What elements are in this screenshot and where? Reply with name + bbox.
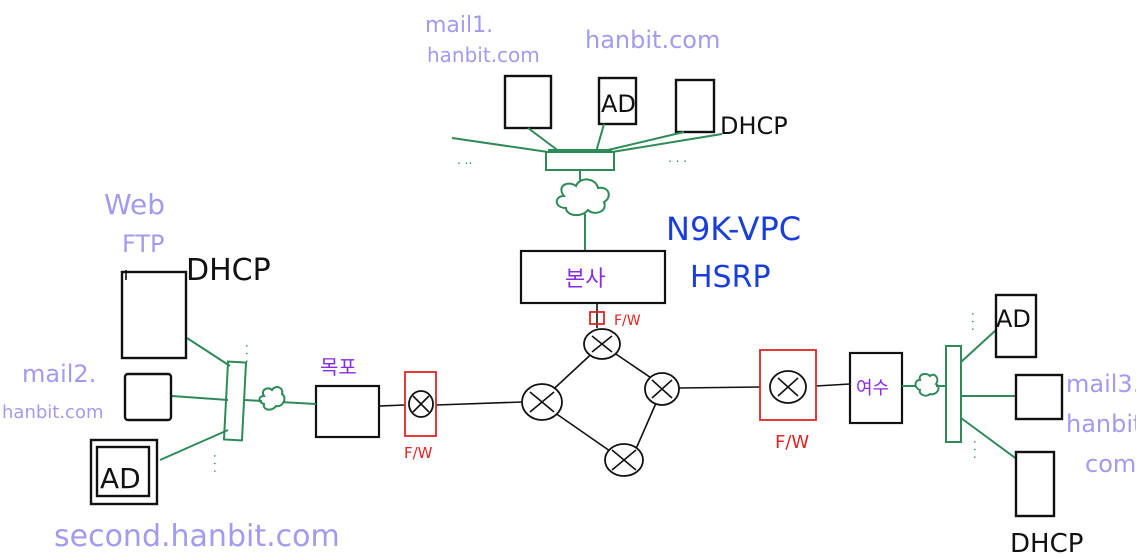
label-mail1-line1: mail1. xyxy=(425,13,493,38)
mokpo-box xyxy=(314,384,381,439)
right-cloud xyxy=(914,372,940,397)
dots-right-bottom: . . . xyxy=(971,440,985,459)
label-mail3-line3: com xyxy=(1085,450,1136,478)
right-links xyxy=(960,329,1019,461)
label-fw-right: F/W xyxy=(775,432,809,453)
fw-left-x xyxy=(412,395,430,413)
top-link-ad xyxy=(595,123,605,153)
left-site: F/W 목포 . . . . . . Web FTP DHCP mail2. h… xyxy=(2,188,523,554)
label-mail2-line1: mail2. xyxy=(22,360,96,388)
hq-box xyxy=(519,249,667,305)
dots-right-top: . . . xyxy=(969,312,983,331)
right-switch xyxy=(945,345,962,443)
top-link-mail1 xyxy=(527,127,561,153)
core-routers xyxy=(521,328,680,477)
server-ad-right xyxy=(994,293,1038,359)
right-core-link xyxy=(678,383,851,389)
label-hq: 본사 xyxy=(565,267,605,292)
left-switch xyxy=(222,360,248,442)
label-mail3-line1: mail3. xyxy=(1066,370,1136,398)
top-switch xyxy=(545,151,615,171)
label-ftp: FTP xyxy=(122,230,165,258)
label-hanbit: hanbit.com xyxy=(585,26,720,54)
fw-hq xyxy=(589,311,605,325)
top-cloud xyxy=(555,178,610,216)
router-left xyxy=(521,383,563,421)
yeosu-box xyxy=(848,351,904,425)
label-ad-top: AD xyxy=(601,90,636,118)
server-mail1 xyxy=(503,74,553,130)
dots-top-right: . . . xyxy=(668,151,687,165)
label-web: Web xyxy=(104,188,165,221)
hq-site: 본사 F/W N9K-VPC HSRP xyxy=(519,210,801,329)
label-yeosu: 여수 xyxy=(856,378,889,399)
label-mokpo: 목포 xyxy=(320,355,357,379)
server-dhcp-right xyxy=(1014,450,1056,518)
left-cloud-link xyxy=(244,399,263,402)
mokpo-link xyxy=(279,401,317,405)
label-dhcp-left: DHCP xyxy=(186,253,271,288)
dots-left-bottom: . . . xyxy=(211,454,225,473)
label-ad-left: AD xyxy=(100,462,141,495)
label-second: second.hanbit.com xyxy=(54,519,340,554)
router-right xyxy=(644,372,680,406)
label-dhcp-right: DHCP xyxy=(1010,529,1083,557)
left-cloud xyxy=(258,386,286,411)
right-site: F/W 여수 . . . . . . AD mail3. hanbit. com… xyxy=(678,293,1136,557)
top-site: mail1. hanbit.com hanbit.com AD DHCP . .… xyxy=(425,13,788,250)
server-mail2 xyxy=(123,372,173,422)
label-fw-hq: F/W xyxy=(614,313,641,329)
label-dhcp-top: DHCP xyxy=(720,112,788,140)
server-ad-top xyxy=(597,76,638,126)
router-top xyxy=(583,328,621,360)
dots-top-left: . .. xyxy=(457,153,472,167)
label-fw-left: F/W xyxy=(404,444,433,462)
label-ad-right: AD xyxy=(996,305,1031,333)
server-dhcp-top xyxy=(674,78,716,134)
dots-left-top: . . . xyxy=(243,344,257,363)
label-mail3-line2: hanbit. xyxy=(1066,410,1136,438)
fw-left-box xyxy=(404,371,437,437)
server-ad-left-inner xyxy=(95,445,151,498)
top-link-dhcp xyxy=(607,131,685,151)
left-links xyxy=(159,337,231,461)
label-mail2-line2: hanbit.com xyxy=(2,402,104,423)
router-bottom xyxy=(604,443,644,477)
left-core-link xyxy=(379,401,523,407)
label-n9k: N9K-VPC xyxy=(666,210,801,248)
core-links xyxy=(543,345,661,459)
server-web xyxy=(120,270,188,360)
server-mail3 xyxy=(1014,373,1064,421)
label-mail1-line2: hanbit.com xyxy=(427,43,540,67)
fw-right-x xyxy=(777,377,799,397)
top-lan-line xyxy=(451,133,723,153)
fw-right-box xyxy=(759,349,817,421)
label-hsrp: HSRP xyxy=(690,260,771,295)
